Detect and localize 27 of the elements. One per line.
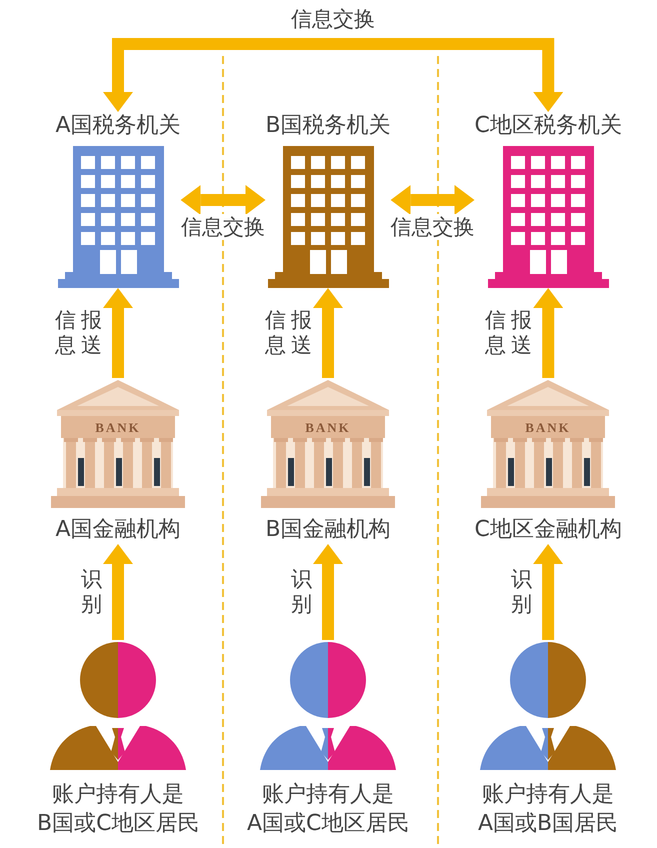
bank-sign-label: BANK [305, 420, 351, 435]
office-title: C地区税务机关 [474, 112, 622, 140]
person-caption: 账户持有人是A国或C地区居民 [247, 781, 410, 838]
edge-label: 报送信息 [485, 308, 532, 358]
double-arrow [180, 185, 266, 215]
double-arrow [103, 38, 564, 112]
institution-title: A国金融机构 [55, 516, 181, 544]
arrow [103, 544, 133, 640]
office-title: A国税务机关 [56, 112, 181, 140]
edge-label: 识别 [81, 567, 102, 617]
edge-label: 报送信息 [55, 308, 102, 358]
bank-sign-label: BANK [95, 420, 141, 435]
edge-label: 识别 [291, 567, 312, 617]
arrow [313, 288, 343, 378]
office-title: B国税务机关 [266, 112, 391, 140]
institution-title: B国金融机构 [265, 516, 391, 544]
person-caption: 账户持有人是A国或B国居民 [478, 781, 618, 838]
arrow [103, 288, 133, 378]
institution-title: C地区金融机构 [474, 516, 622, 544]
bank-sign-label: BANK [525, 420, 571, 435]
arrow [313, 544, 343, 640]
arrow [533, 288, 564, 378]
edge-label: 识别 [511, 567, 532, 617]
edge-label: 报送信息 [265, 308, 312, 358]
person-caption: 账户持有人是B国或C地区居民 [37, 781, 200, 838]
double-arrow [390, 185, 474, 215]
arrow [533, 544, 564, 640]
